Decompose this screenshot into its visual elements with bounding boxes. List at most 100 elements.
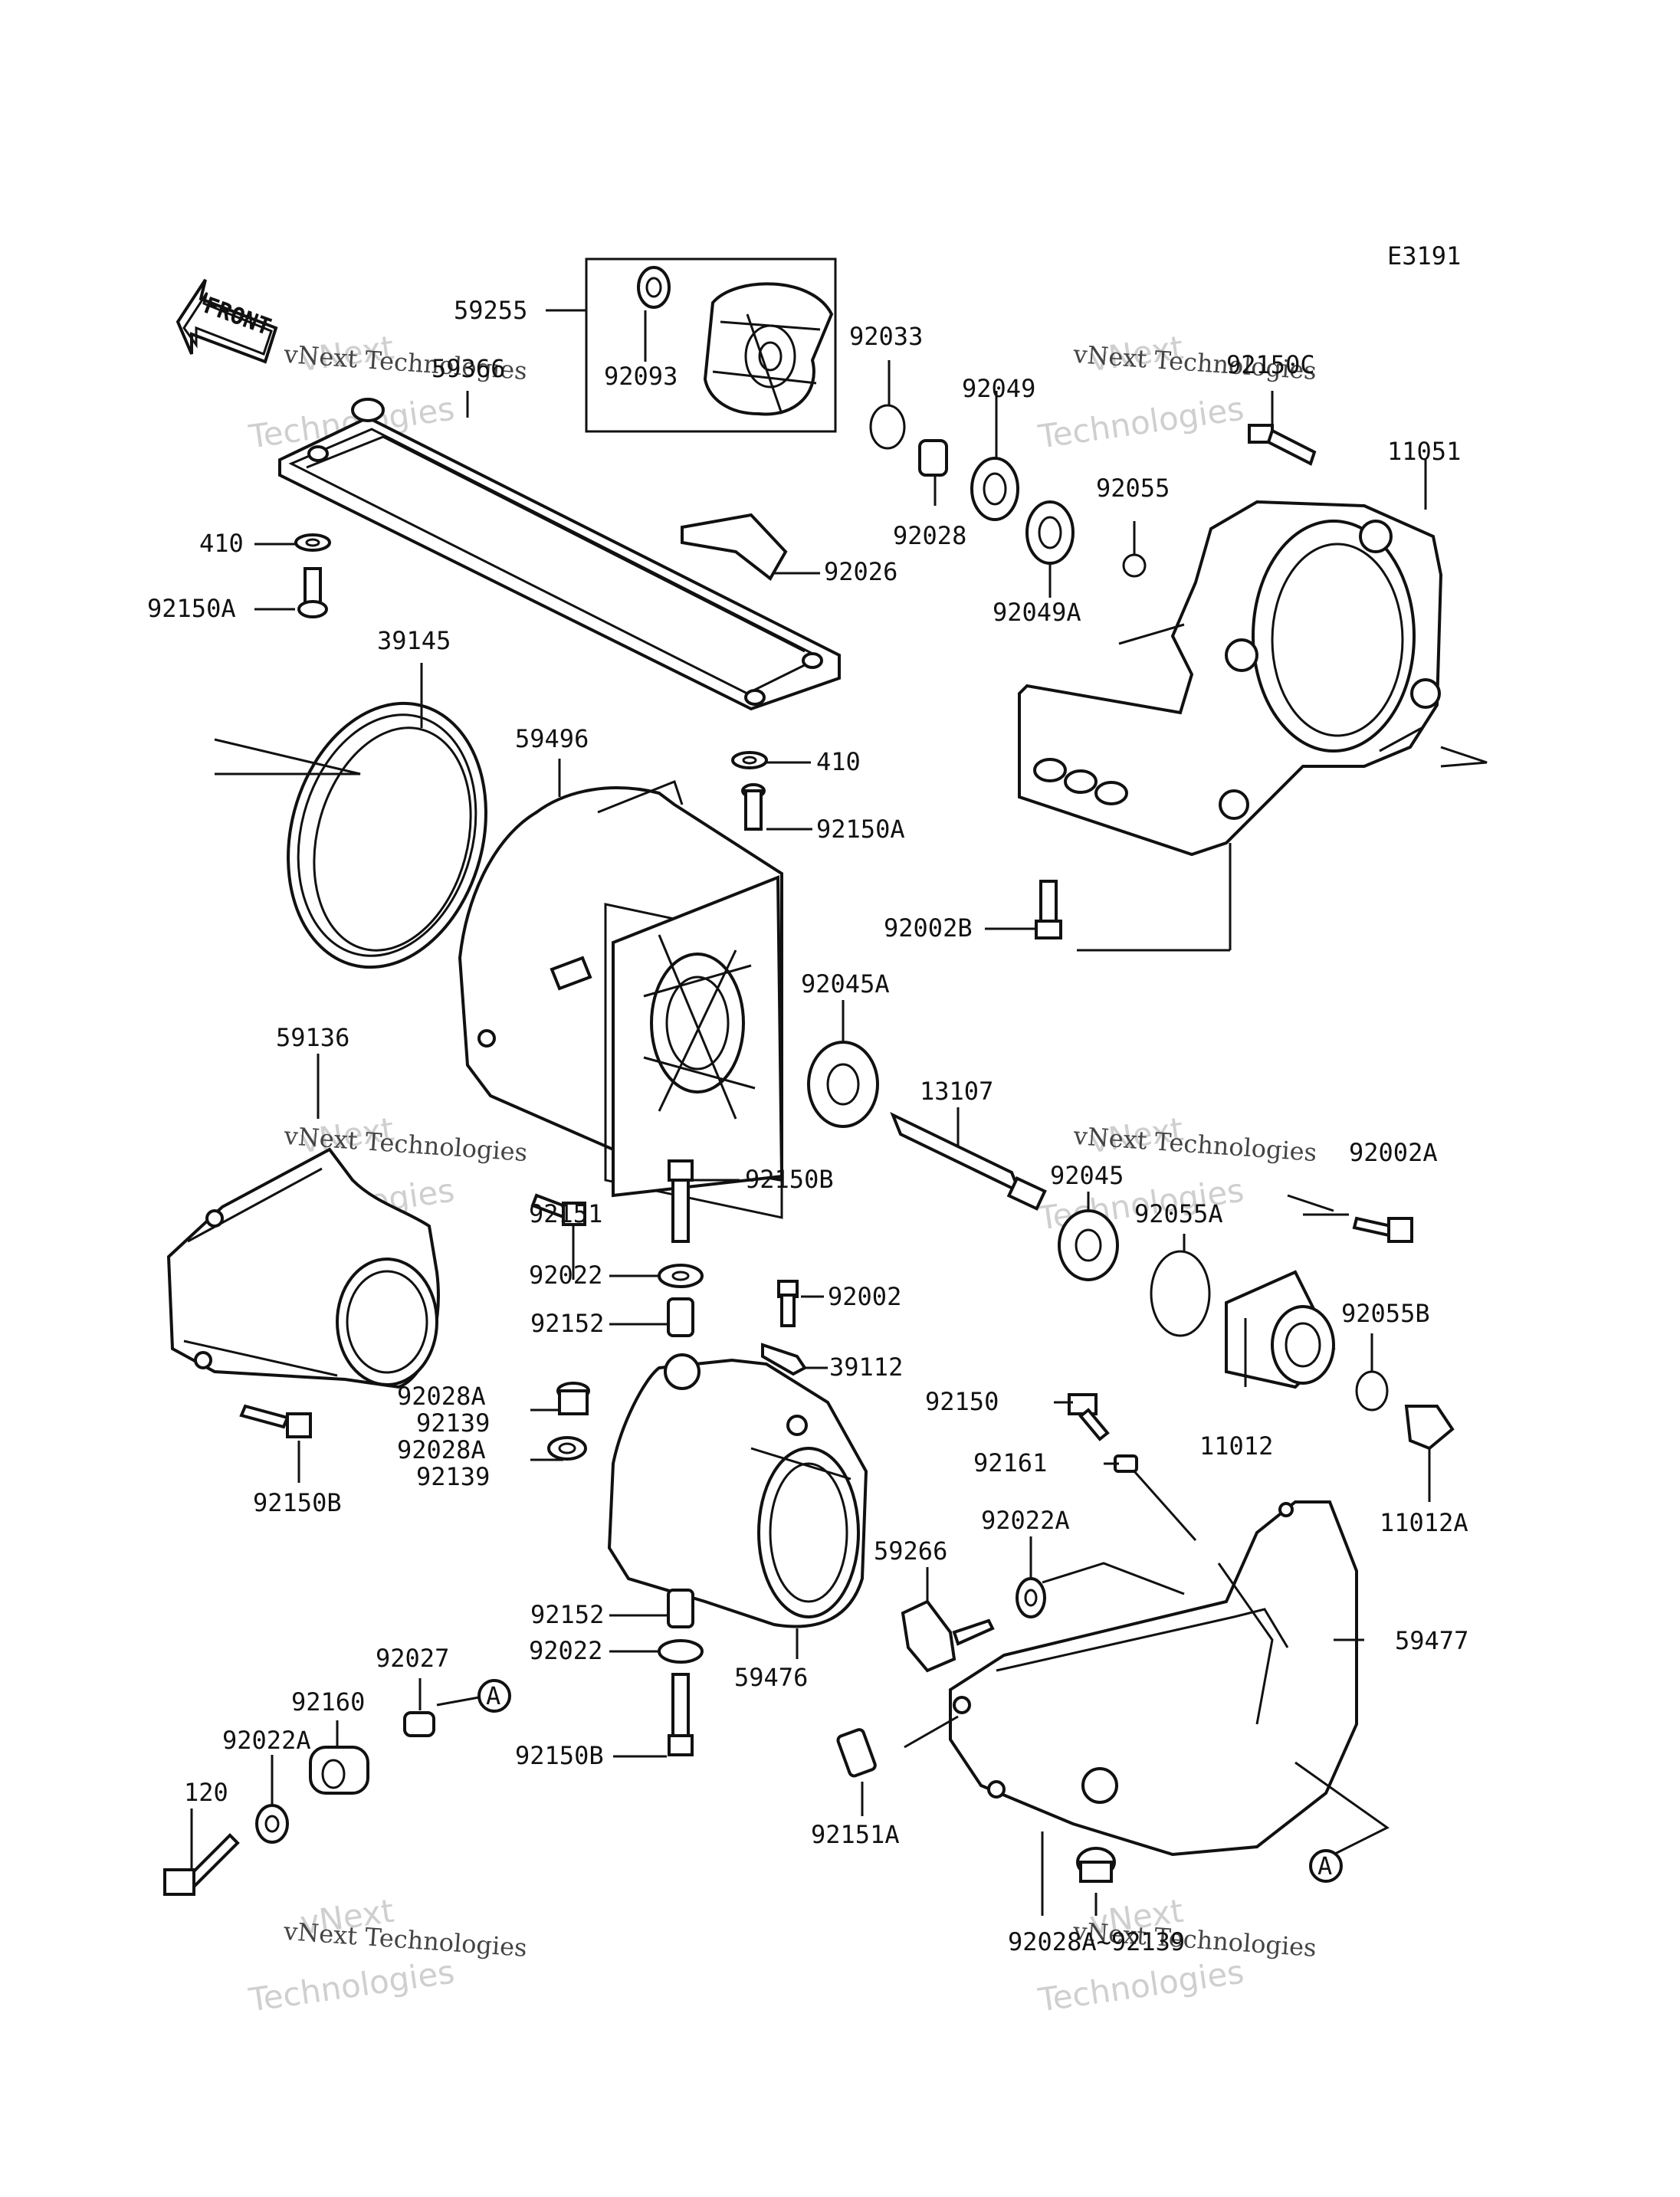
label-92033: 92033 [849, 322, 923, 351]
diagram-code: E3191 [1387, 241, 1461, 271]
label-92055A: 92055A [1134, 1199, 1223, 1228]
label-92150A-b: 92150A [816, 815, 905, 844]
label-59477: 59477 [1395, 1626, 1468, 1655]
label-92027: 92027 [376, 1644, 449, 1673]
part-labels: 59255 92093 59366 92033 92049 92028 9205… [147, 296, 1468, 1956]
seal-92093 [637, 266, 671, 309]
label-59476: 59476 [734, 1663, 808, 1692]
front-arrow-icon: FRONT [176, 278, 278, 364]
label-92151: 92151 [529, 1199, 602, 1228]
rubber-92160 [309, 1746, 369, 1795]
label-59496: 59496 [515, 724, 589, 753]
label-92028A-92139: 92028A~92139 [1008, 1927, 1185, 1956]
label-92093: 92093 [604, 362, 678, 391]
washer-410-a [294, 533, 331, 552]
bolt-92150B-c [668, 1673, 694, 1756]
seal-92049 [970, 457, 1019, 521]
plug-11012A [1404, 1405, 1455, 1451]
watermark-line2: Technologies [1035, 389, 1246, 455]
label-59366: 59366 [431, 354, 505, 383]
label-13107: 13107 [920, 1077, 993, 1106]
label-92045: 92045 [1050, 1161, 1124, 1190]
label-92022-a: 92022 [529, 1261, 602, 1290]
pump-case-59496 [458, 780, 784, 1219]
label-120: 120 [184, 1778, 228, 1807]
label-92022-b: 92022 [529, 1636, 602, 1665]
label-92150B-c: 92150B [515, 1741, 604, 1770]
label-92028A-b: 92028A [397, 1435, 486, 1464]
label-92049: 92049 [962, 374, 1035, 403]
screw-92150 [1068, 1393, 1110, 1441]
label-92150C: 92150C [1226, 350, 1315, 379]
callout-a-right: A [1309, 1849, 1343, 1883]
washer-92022A-b [255, 1804, 289, 1844]
label-92161: 92161 [973, 1448, 1047, 1477]
nozzle-59136 [166, 1147, 440, 1389]
bolt-92151A [836, 1728, 877, 1778]
label-92139-b: 92139 [416, 1462, 490, 1491]
bolt-120 [163, 1833, 240, 1896]
collar-92152-b [667, 1589, 694, 1628]
label-92150: 92150 [925, 1387, 999, 1416]
bolt-92002 [777, 1280, 799, 1327]
callout-a-text: A [1317, 1851, 1332, 1881]
cap-11012 [1225, 1270, 1336, 1389]
bearing-92045 [1058, 1209, 1119, 1281]
washer-92022-b [658, 1639, 704, 1664]
o-ring-92055B [1355, 1370, 1389, 1412]
label-92045A: 92045A [801, 969, 890, 998]
o-ring-92055 [1122, 553, 1147, 578]
bolt-92150A-b [741, 783, 766, 831]
washer-92022A [1016, 1577, 1046, 1618]
bolt-92150B-a [668, 1159, 694, 1243]
bearing-stack [869, 404, 1147, 578]
label-92028A-a: 92028A [397, 1382, 486, 1411]
o-ring-92055A [1150, 1250, 1211, 1337]
label-92002A: 92002A [1349, 1138, 1438, 1167]
steering-nozzle-59476 [607, 1353, 868, 1628]
label-59136: 59136 [276, 1023, 349, 1052]
label-39145: 39145 [377, 626, 451, 655]
label-92150B-b: 92150B [253, 1488, 342, 1517]
circlip-92033 [869, 404, 906, 450]
bearing-92045A [807, 1041, 879, 1128]
bolt-92150C [1248, 424, 1317, 466]
watermark-line2: Technologies [1035, 1953, 1246, 2018]
label-92152-a: 92152 [530, 1309, 604, 1338]
watermark-caption: vNext Technologies [282, 1917, 528, 1963]
bolt-92151 [530, 1193, 586, 1226]
bushing-92028A-b [547, 1436, 587, 1461]
label-92055: 92055 [1096, 474, 1170, 503]
label-11051: 11051 [1387, 437, 1461, 466]
label-92152-b: 92152 [530, 1600, 604, 1629]
collar-92028 [918, 439, 948, 477]
label-59266: 59266 [874, 1536, 947, 1566]
bushing-92028A-a [556, 1382, 590, 1415]
label-92160: 92160 [291, 1687, 365, 1717]
label-92022A-b: 92022A [222, 1726, 311, 1755]
label-92055B: 92055B [1341, 1299, 1430, 1328]
label-11012A: 11012A [1380, 1508, 1468, 1537]
label-410-a: 410 [199, 529, 244, 558]
bolt-92150B-b [239, 1404, 312, 1438]
callout-a-left: A [477, 1679, 511, 1713]
label-92151A: 92151A [811, 1820, 900, 1849]
callout-a-text: A [486, 1681, 500, 1710]
label-92022A: 92022A [981, 1506, 1070, 1535]
label-92150B-a: 92150B [745, 1165, 834, 1194]
pump-housing-11051 [1018, 500, 1443, 857]
label-92002: 92002 [828, 1282, 901, 1311]
label-92049A: 92049A [993, 598, 1081, 627]
watermark-top-right: vNext Technologies [1035, 329, 1246, 456]
label-92028: 92028 [893, 521, 966, 550]
impeller [703, 282, 834, 416]
leader-lines [190, 309, 1488, 1916]
label-92002B: 92002B [884, 913, 973, 943]
watermark-line2: Technologies [246, 1953, 457, 2018]
washer-92022-a [658, 1264, 704, 1288]
spacer-92027 [403, 1711, 435, 1737]
bolt-92150A-a [297, 567, 328, 618]
bolt-92002B [1035, 880, 1062, 939]
bolt-92002A [1352, 1216, 1413, 1243]
